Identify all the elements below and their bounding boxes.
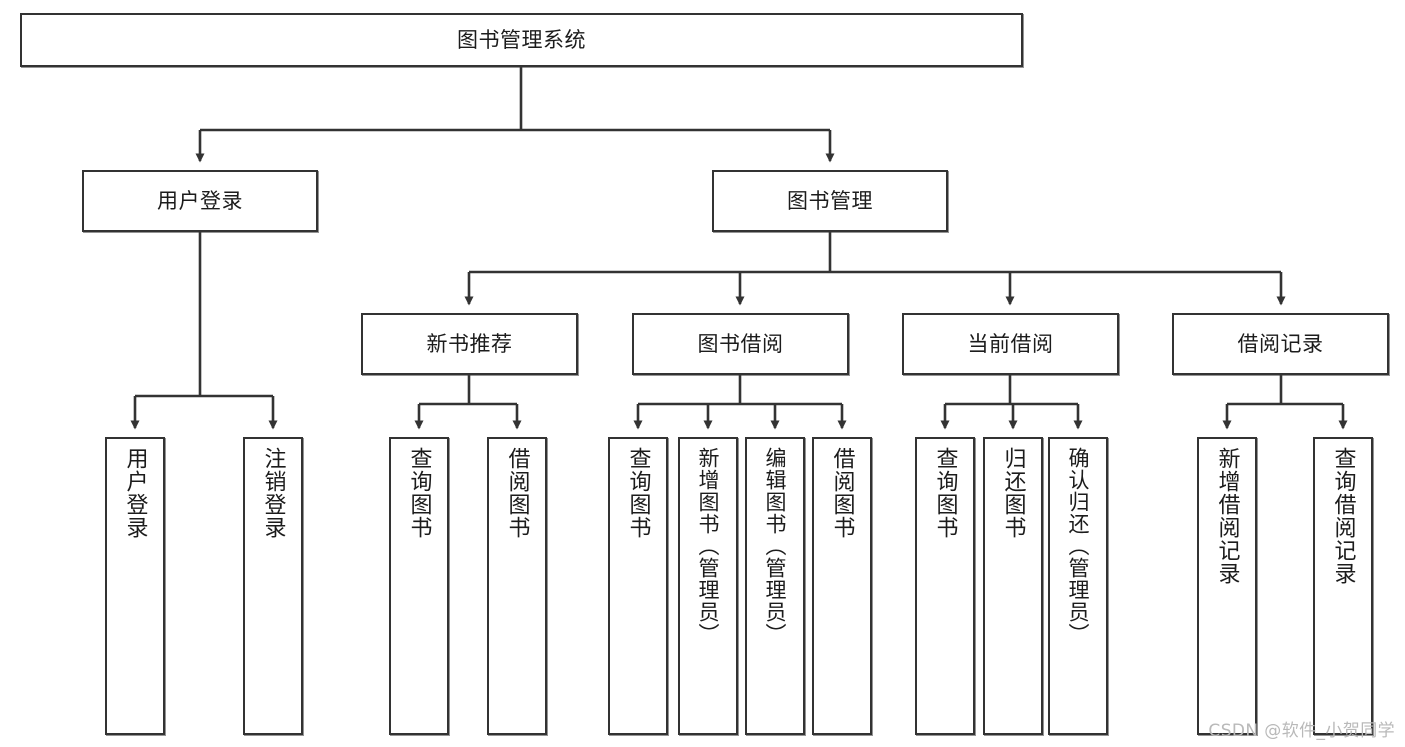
node-label: 借阅记录 xyxy=(1237,331,1324,356)
node-label: 图书管理 xyxy=(787,188,873,213)
node-leaf-return-book[interactable]: 归还图书 xyxy=(983,437,1043,735)
node-label: 借阅图书 xyxy=(829,447,855,539)
node-leaf-user-login[interactable]: 用户登录 xyxy=(105,437,165,735)
node-leaf-query-book-3[interactable]: 查询图书 xyxy=(915,437,975,735)
node-user-login[interactable]: 用户登录 xyxy=(82,170,318,232)
node-label: 借阅图书 xyxy=(504,447,530,539)
node-book-borrow[interactable]: 图书借阅 xyxy=(632,313,849,375)
node-leaf-query-book-2[interactable]: 查询图书 xyxy=(608,437,668,735)
node-leaf-confirm-return[interactable]: 确认归还（管理员） xyxy=(1048,437,1108,735)
node-label: 编辑图书（管理员） xyxy=(763,447,788,645)
node-label: 归还图书 xyxy=(1000,447,1026,539)
node-leaf-add-book[interactable]: 新增图书（管理员） xyxy=(678,437,738,735)
node-leaf-borrow-book-2[interactable]: 借阅图书 xyxy=(812,437,872,735)
node-leaf-borrow-book-1[interactable]: 借阅图书 xyxy=(487,437,547,735)
node-leaf-edit-book[interactable]: 编辑图书（管理员） xyxy=(745,437,805,735)
node-leaf-query-book-1[interactable]: 查询图书 xyxy=(389,437,449,735)
node-label: 查询借阅记录 xyxy=(1330,447,1356,585)
node-borrow-record[interactable]: 借阅记录 xyxy=(1172,313,1389,375)
node-label: 用户登录 xyxy=(157,188,243,213)
node-current-borrow[interactable]: 当前借阅 xyxy=(902,313,1119,375)
node-label: 查询图书 xyxy=(625,447,651,539)
node-label: 新书推荐 xyxy=(426,331,513,356)
node-new-book-recommend[interactable]: 新书推荐 xyxy=(361,313,578,375)
node-label: 确认归还（管理员） xyxy=(1066,447,1091,645)
node-label: 当前借阅 xyxy=(967,331,1054,356)
node-root-system[interactable]: 图书管理系统 xyxy=(20,13,1023,67)
node-leaf-user-logout[interactable]: 注销登录 xyxy=(243,437,303,735)
node-leaf-query-borrow-record[interactable]: 查询借阅记录 xyxy=(1313,437,1373,735)
node-book-manage[interactable]: 图书管理 xyxy=(712,170,948,232)
node-label: 查询图书 xyxy=(932,447,958,539)
node-leaf-add-borrow-record[interactable]: 新增借阅记录 xyxy=(1197,437,1257,735)
node-label: 查询图书 xyxy=(406,447,432,539)
node-label: 用户登录 xyxy=(122,447,148,539)
node-label: 新增借阅记录 xyxy=(1214,447,1240,585)
node-label: 图书借阅 xyxy=(697,331,784,356)
watermark-text: CSDN @软件_小贺同学 xyxy=(1208,721,1395,741)
node-label: 图书管理系统 xyxy=(457,27,586,52)
node-label: 新增图书（管理员） xyxy=(696,447,721,645)
node-label: 注销登录 xyxy=(260,447,286,539)
